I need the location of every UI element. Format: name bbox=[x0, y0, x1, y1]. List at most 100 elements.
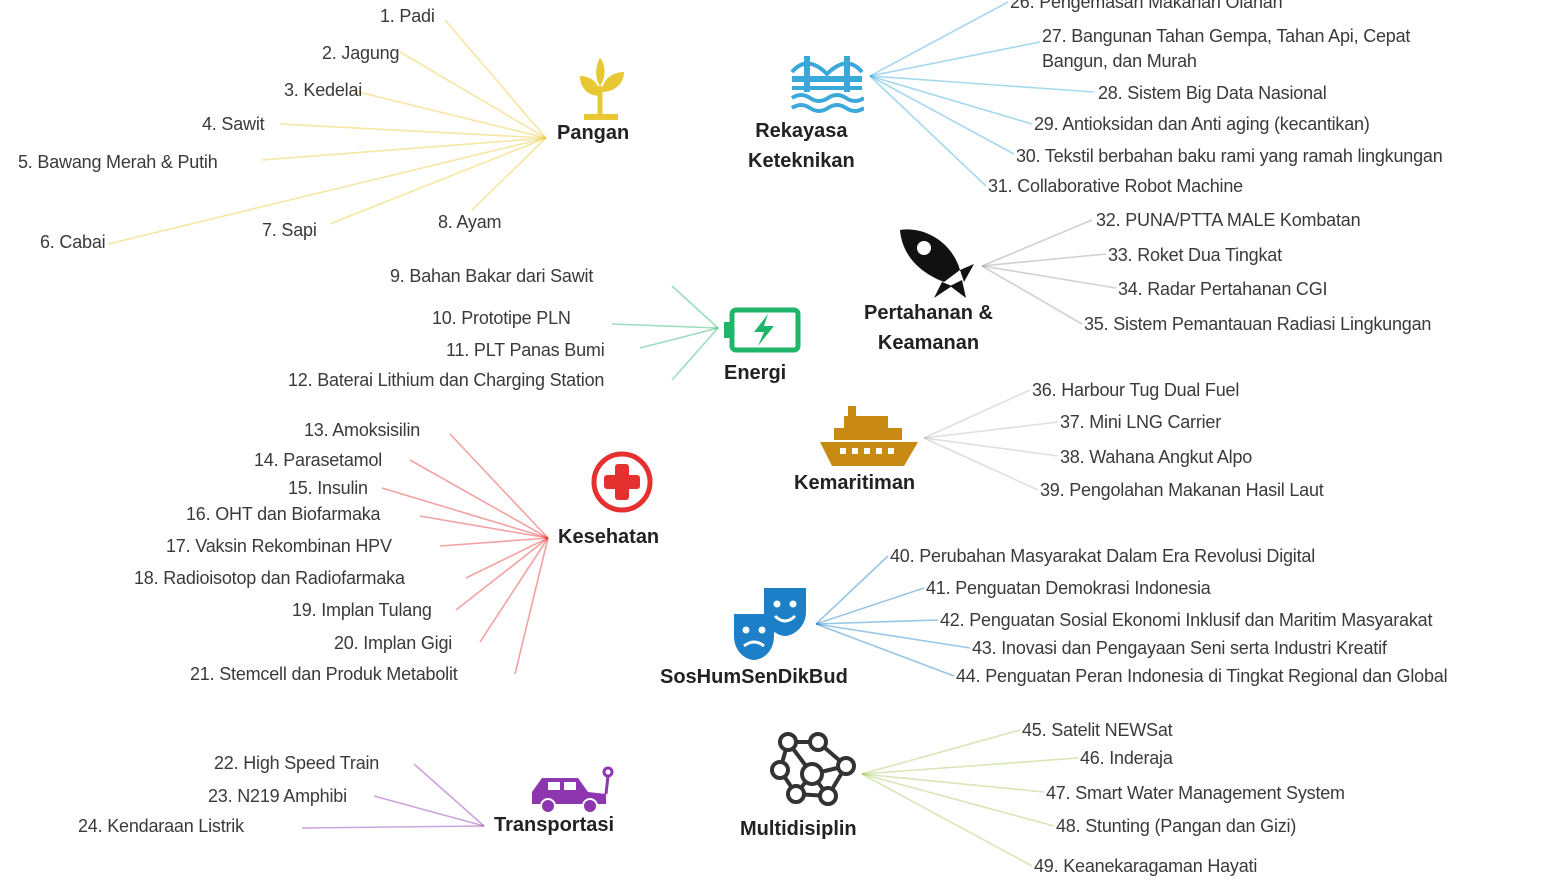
connector-line bbox=[455, 537, 549, 611]
list-item: 44. Penguatan Peran Indonesia di Tingkat… bbox=[956, 666, 1448, 686]
list-item: 39. Pengolahan Makanan Hasil Laut bbox=[1040, 480, 1324, 500]
list-item: 32. PUNA/PTTA MALE Kombatan bbox=[1096, 210, 1361, 230]
connector-line bbox=[639, 327, 719, 349]
list-item: 10. Prototipe PLN bbox=[432, 308, 571, 328]
list-item: 24. Kendaraan Listrik bbox=[78, 816, 244, 836]
plant-icon bbox=[580, 58, 624, 120]
category-multidisiplin: Multidisiplin bbox=[740, 818, 857, 840]
list-item: 1. Padi bbox=[380, 6, 435, 26]
connector-line bbox=[815, 619, 939, 625]
list-item: 2. Jagung bbox=[322, 43, 400, 63]
list-item: 23. N219 Amphibi bbox=[208, 786, 347, 806]
connector-line bbox=[449, 433, 549, 539]
connector-line bbox=[439, 537, 549, 547]
connector-line bbox=[279, 123, 547, 139]
category-rekayasa-keteknikan: Rekayasa Keteknikan bbox=[748, 116, 855, 176]
list-item: 41. Penguatan Demokrasi Indonesia bbox=[926, 578, 1211, 598]
category-pertahanan-keamanan: Pertahanan & Keamanan bbox=[864, 298, 993, 358]
connector-line bbox=[861, 729, 1021, 775]
connector-line bbox=[869, 75, 987, 187]
list-item: 46. Inderaja bbox=[1080, 748, 1173, 768]
category-kesehatan: Kesehatan bbox=[558, 526, 660, 548]
connector-line bbox=[861, 773, 1055, 827]
connector-line bbox=[479, 537, 549, 643]
connector-line bbox=[869, 75, 1015, 155]
connector-line bbox=[444, 19, 547, 139]
category-transportasi: Transportasi bbox=[494, 814, 615, 836]
connector-line bbox=[301, 825, 485, 829]
category-label-line2: Keamanan bbox=[877, 332, 980, 354]
connector-line bbox=[861, 773, 1033, 867]
list-item: 18. Radioisotop dan Radiofarmaka bbox=[134, 568, 405, 588]
list-item: 34. Radar Pertahanan CGI bbox=[1118, 279, 1328, 299]
connector-line bbox=[381, 487, 549, 539]
list-item: 12. Baterai Lithium dan Charging Station bbox=[288, 370, 605, 390]
list-item: 8. Ayam bbox=[438, 212, 502, 232]
list-item: 40. Perubahan Masyarakat Dalam Era Revol… bbox=[890, 546, 1316, 566]
connector-line bbox=[349, 89, 547, 139]
connector-line bbox=[465, 537, 549, 579]
battery-icon bbox=[724, 307, 801, 353]
connector-line bbox=[981, 265, 1117, 289]
connector-line bbox=[514, 537, 549, 675]
connector-line bbox=[399, 51, 547, 139]
connector-line bbox=[923, 437, 1059, 457]
list-item: 33. Roket Dua Tingkat bbox=[1108, 245, 1282, 265]
connector-line bbox=[329, 137, 547, 225]
connector-line bbox=[471, 137, 547, 211]
list-item: 17. Vaksin Rekombinan HPV bbox=[166, 536, 392, 556]
connector-line bbox=[923, 389, 1031, 439]
category-pangan: Pangan bbox=[557, 122, 630, 144]
connector-line bbox=[869, 1, 1009, 77]
connector-line bbox=[611, 323, 719, 329]
list-item: 38. Wahana Angkut Alpo bbox=[1060, 447, 1253, 467]
list-item: Bangun, dan Murah bbox=[1042, 51, 1197, 71]
connector-line bbox=[373, 795, 485, 827]
theater-masks-icon bbox=[734, 588, 806, 660]
list-item: 14. Parasetamol bbox=[254, 450, 383, 470]
connector-line bbox=[923, 437, 1039, 491]
list-item: 11. PLT Panas Bumi bbox=[446, 340, 605, 360]
connector-line bbox=[923, 421, 1059, 439]
list-item: 45. Satelit NEWSat bbox=[1022, 720, 1173, 740]
list-item: 49. Keanekaragaman Hayati bbox=[1034, 856, 1258, 876]
bridge-icon bbox=[790, 56, 864, 113]
connector-line bbox=[419, 515, 549, 539]
category-label-line1: Rekayasa bbox=[755, 120, 848, 142]
list-item: 37. Mini LNG Carrier bbox=[1060, 412, 1222, 432]
list-item: 7. Sapi bbox=[262, 220, 317, 240]
list-item: 26. Pengemasan Makanan Olahan bbox=[1010, 0, 1283, 12]
list-item: 36. Harbour Tug Dual Fuel bbox=[1032, 380, 1240, 400]
category-energi: Energi bbox=[724, 362, 787, 384]
category-soshumsendikbud: SosHumSenDikBud bbox=[660, 666, 848, 688]
connector-line bbox=[861, 773, 1045, 793]
list-item: 35. Sistem Pemantauan Radiasi Lingkungan bbox=[1084, 314, 1432, 334]
list-item: 22. High Speed Train bbox=[214, 753, 380, 773]
list-item: 47. Smart Water Management System bbox=[1046, 783, 1345, 803]
category-kemaritiman: Kemaritiman bbox=[794, 472, 916, 494]
list-item: 3. Kedelai bbox=[284, 80, 363, 100]
connector-line bbox=[869, 41, 1041, 77]
list-item: 6. Cabai bbox=[40, 232, 106, 252]
ship-icon bbox=[820, 406, 918, 466]
connector-line bbox=[815, 555, 889, 625]
connector-line bbox=[107, 137, 547, 245]
category-label-line1: Pertahanan & bbox=[864, 302, 993, 324]
list-item: 4. Sawit bbox=[202, 114, 265, 134]
rocket-icon bbox=[900, 229, 974, 298]
list-item: 15. Insulin bbox=[288, 478, 368, 498]
connector-line bbox=[413, 763, 485, 827]
list-item: 43. Inovasi dan Pengayaan Seni serta Ind… bbox=[972, 638, 1387, 658]
list-item: 16. OHT dan Biofarmaka bbox=[186, 504, 381, 524]
list-item: 28. Sistem Big Data Nasional bbox=[1098, 83, 1327, 103]
medical-cross-icon bbox=[591, 451, 653, 513]
connector-line bbox=[869, 75, 1095, 93]
list-item: 9. Bahan Bakar dari Sawit bbox=[390, 266, 594, 286]
list-item: 19. Implan Tulang bbox=[292, 600, 432, 620]
connector-line bbox=[815, 587, 925, 625]
connector-line bbox=[981, 253, 1107, 267]
list-item: 42. Penguatan Sosial Ekonomi Inklusif da… bbox=[940, 610, 1433, 630]
connector-line bbox=[869, 75, 1033, 125]
